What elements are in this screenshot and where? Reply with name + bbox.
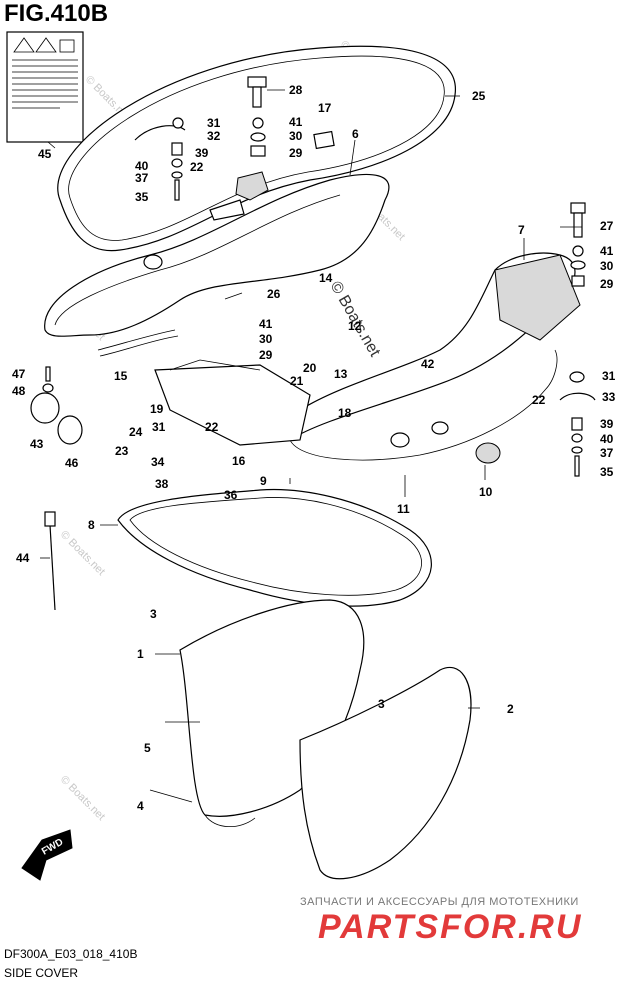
callout-33: 33 — [602, 390, 616, 404]
partner-tagline: ЗАПЧАСТИ И АКСЕССУАРЫ ДЛЯ МОТОТЕХНИКИ — [300, 896, 579, 908]
callout-45: 45 — [38, 147, 52, 161]
callout-27: 27 — [600, 219, 614, 233]
callout-24: 24 — [129, 425, 143, 439]
callout-41b: 41 — [259, 317, 273, 331]
callout-34: 34 — [151, 455, 165, 469]
callout-32: 32 — [207, 129, 221, 143]
latch-pin-top-part — [247, 76, 267, 108]
callout-41a: 41 — [289, 115, 303, 129]
callout-47: 47 — [12, 367, 26, 381]
callout-42: 42 — [421, 357, 435, 371]
callout-36: 36 — [224, 488, 238, 502]
callout-14: 14 — [319, 271, 333, 285]
callout-46: 46 — [65, 456, 79, 470]
callout-5: 5 — [144, 741, 151, 755]
right-hardware-stack — [559, 202, 596, 477]
callout-labels: 1 2 3 3 4 5 6 7 8 9 10 11 12 13 14 15 16… — [12, 83, 616, 813]
callout-30a: 30 — [289, 129, 303, 143]
callout-29b: 29 — [259, 348, 273, 362]
callout-48: 48 — [12, 384, 26, 398]
seal-ring-inner — [68, 55, 445, 241]
callout-7: 7 — [518, 223, 525, 237]
callout-22a: 22 — [190, 160, 204, 174]
callout-8: 8 — [88, 518, 95, 532]
callout-10: 10 — [479, 485, 493, 499]
callout-39a: 39 — [195, 146, 209, 160]
callout-9: 9 — [260, 474, 267, 488]
callout-40b: 40 — [600, 432, 614, 446]
callout-1: 1 — [137, 647, 144, 661]
figure-caption: SIDE COVER — [4, 966, 79, 980]
figure-title: FIG.410B — [4, 0, 109, 27]
grommet-part — [475, 442, 501, 464]
model-code: DF300A_E03_018_410B — [4, 947, 138, 961]
callout-13: 13 — [334, 367, 348, 381]
callout-31c: 31 — [602, 369, 616, 383]
callout-6: 6 — [352, 127, 359, 141]
right-lower-cover-part — [299, 666, 472, 880]
callout-28: 28 — [289, 83, 303, 97]
center-bracket-part — [154, 364, 311, 446]
callout-29a: 29 — [289, 146, 303, 160]
callout-12: 12 — [348, 319, 362, 333]
callout-39b: 39 — [600, 417, 614, 431]
callout-35b: 35 — [600, 465, 614, 479]
callout-35a: 35 — [135, 190, 149, 204]
callout-29c: 29 — [600, 277, 614, 291]
callout-31a: 31 — [207, 116, 221, 130]
warning-label-part — [6, 31, 84, 143]
callout-41c: 41 — [600, 244, 614, 258]
callout-11: 11 — [397, 502, 410, 516]
callout-22c: 22 — [532, 393, 546, 407]
rubber-seal-part — [117, 488, 432, 607]
watermark-boats-7: © Boats.net — [58, 774, 107, 823]
callout-31b: 31 — [152, 420, 166, 434]
partner-brand-logo: PARTSFOR.RU — [318, 908, 583, 946]
fwd-arrow-icon: FWD — [21, 829, 73, 881]
callout-25: 25 — [472, 89, 486, 103]
callout-15: 15 — [114, 369, 128, 383]
callout-17: 17 — [318, 101, 332, 115]
callout-30b: 30 — [259, 332, 273, 346]
fitting-43-part — [30, 392, 60, 424]
callout-37b: 37 — [600, 446, 614, 460]
callout-4: 4 — [137, 799, 144, 813]
cable-tie-part — [49, 524, 56, 611]
callout-3a: 3 — [150, 607, 157, 621]
callout-43: 43 — [30, 437, 44, 451]
callout-16: 16 — [232, 454, 246, 468]
fitting-46-part — [57, 415, 83, 445]
callout-18: 18 — [338, 406, 352, 420]
callout-30c: 30 — [600, 259, 614, 273]
watermark-boats-6: © Boats.net — [58, 529, 107, 578]
callout-26: 26 — [267, 287, 281, 301]
callout-2: 2 — [507, 702, 514, 716]
callout-37a: 37 — [135, 171, 149, 185]
callout-22b: 22 — [205, 420, 219, 434]
callout-40a: 40 — [135, 159, 149, 173]
callout-20: 20 — [303, 361, 317, 375]
callout-44: 44 — [16, 551, 30, 565]
callout-19: 19 — [150, 402, 164, 416]
callout-38: 38 — [155, 477, 169, 491]
callout-23: 23 — [115, 444, 129, 458]
callout-21: 21 — [290, 374, 304, 388]
callout-3b: 3 — [378, 697, 385, 711]
small-plate-part — [313, 130, 335, 150]
